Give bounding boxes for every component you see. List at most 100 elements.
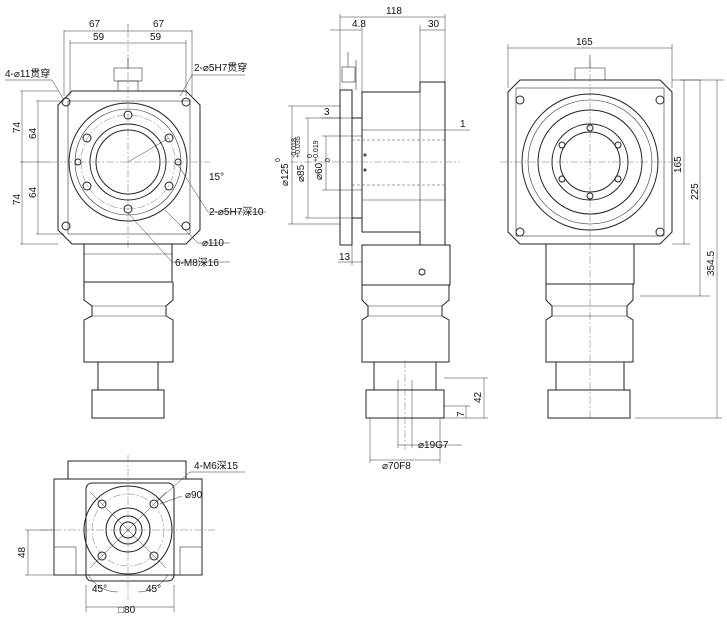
corner-hole [181,97,191,107]
dim-key: 7 [456,411,467,417]
tapped-hole [164,133,174,143]
dim-pilot-dia: ⌀125 [280,163,291,186]
front-flange-plate [57,90,201,245]
dim-label: 4.8 [352,19,366,30]
callout-pin-through: 2-⌀5H7贯穿 [194,61,247,74]
back-housing [545,243,635,285]
front-view: 67 67 59 59 74 64 74 64 4-⌀11贯穿 2-⌀5H7贯穿… [5,19,266,419]
callout-angle: 15° [209,172,224,183]
dim-boss-dia: ⌀85 [296,164,307,182]
corner-hole [181,221,191,231]
tapped-hole [82,181,92,191]
bottom-top-housing [67,460,187,480]
bottom-tapped-hole [97,499,107,509]
dim-pilot-tol-lower: -0.018 [291,138,298,158]
leader-line [127,212,173,263]
bottom-view: 4-M6深15 ⌀90 48 45° 45° □80 [17,455,245,616]
dim-label: 118 [386,6,402,17]
back-input-flange [547,389,631,419]
back-hole [558,141,566,149]
back-corner-hole [655,227,665,237]
corner-hole [61,221,71,231]
front-input-shaft-housing [97,361,159,391]
side-output-boss [351,117,363,219]
callout-pcd: ⌀90 [185,490,203,501]
dim-label: 74 [12,193,23,205]
dim-angle-right: 45° [146,584,161,595]
dim-input-bore: ⌀19G7 [418,440,449,451]
callout-tapped: 4-M6深15 [194,460,238,472]
back-corner-hole [515,227,525,237]
dim-height: 48 [17,546,28,558]
dim-gap: 1 [460,119,466,130]
back-corner-hole [655,95,665,105]
leader-line [177,164,209,213]
dim-label: 354.5 [706,251,717,276]
leader-line [153,471,191,505]
angle-arc [137,574,169,593]
leader-line [179,74,193,97]
dim-boss-tol-upper: +0.035 [295,136,302,158]
front-motor-adapter [83,282,174,363]
callout-pcd: ⌀110 [202,238,224,249]
dim-label: 30 [428,19,440,30]
front-input-flange [91,389,165,419]
dim-label: 67 [153,19,165,30]
bottom-left-ear [53,546,77,576]
dim-label: 59 [93,32,105,43]
side-view: 118 4.8 30 ⌀125 0 -0.018 ⌀85 +0.035 0 ⌀6… [275,6,488,472]
back-hole [558,175,566,183]
dim-step: 3 [324,107,330,118]
dim-input-pilot: ⌀70F8 [382,461,411,472]
dim-shaft-dia: ⌀60 [314,162,325,180]
dim-shaft-tol-lower: 0 [325,158,332,162]
bottom-tapped-hole [149,551,159,561]
dim-boss-tol-lower: 0 [307,154,314,158]
dim-label: 64 [28,127,39,139]
tapped-hole [82,133,92,143]
leader-line [51,79,65,101]
dim-square: □80 [118,605,136,616]
side-plug [418,268,426,276]
back-view: 165 165 225 354.5 [500,37,724,420]
bottom-tapped-hole [149,499,159,509]
tapped-hole [164,181,174,191]
bottom-right-ear [179,546,203,576]
angle-ref-line [127,137,170,163]
angle-arc [87,574,119,593]
callout-through-holes: 4-⌀11贯穿 [5,67,50,80]
dim-label: 64 [28,186,39,198]
front-housing [83,243,173,283]
side-flange-plate [339,89,353,246]
leader-line [159,495,183,505]
dim-label: 165 [576,37,593,48]
side-housing [361,244,451,286]
connector-base [117,80,139,92]
back-motor-adapter [545,284,634,363]
back-hole [614,175,622,183]
dim-label: 67 [89,19,101,30]
side-motor-adapter [361,285,450,363]
dim-input-len: 42 [473,391,484,403]
dim-pilot-tol-upper: 0 [275,158,282,162]
callout-tapped-holes: 6-M8深16 [175,257,219,269]
corner-hole [61,97,71,107]
bottom-tapped-hole [97,551,107,561]
dim-label: 165 [673,156,684,173]
front-flange-inner-edge [67,100,191,235]
back-flange-plate [507,79,673,245]
leader-line [164,209,199,244]
diag-line [89,491,167,569]
dim-label: 74 [12,121,23,133]
dim-bottom-step: 13 [339,252,351,263]
side-connector [341,66,356,83]
back-corner-hole [515,95,525,105]
dim-label: 59 [150,32,162,43]
back-hole [614,141,622,149]
dim-shaft-tol-upper: +0.019 [313,140,320,162]
side-main-body [361,81,446,246]
dim-angle-left: 45° [92,584,107,595]
callout-pin-depth: 2-⌀5H7深10 [209,206,264,218]
